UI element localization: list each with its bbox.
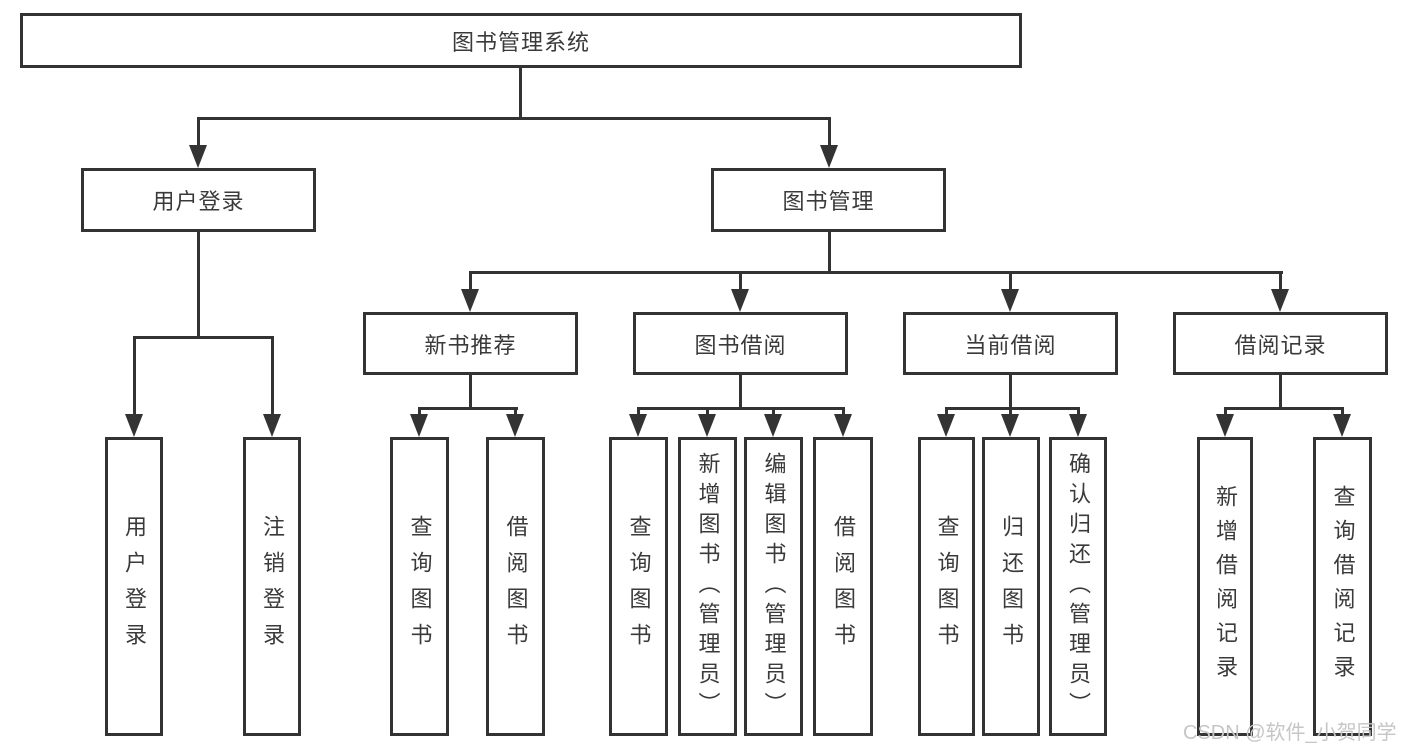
leaf-rec-borrow-books-box: 借阅图书	[486, 437, 545, 736]
connector-line	[197, 232, 200, 339]
arrowhead-down-icon	[764, 414, 782, 437]
connector-line	[945, 407, 1080, 410]
connector-line	[1279, 375, 1282, 410]
leaf-query-borrow-record-label: 查询借阅记录	[1330, 484, 1356, 689]
leaf-borrow-books-label: 借阅图书	[831, 514, 856, 659]
user-login-box: 用户登录	[81, 168, 316, 232]
leaf-borrow-query-books-label: 查询图书	[626, 514, 652, 659]
leaf-borrow-books-box: 借阅图书	[813, 437, 873, 736]
connector-line	[945, 407, 948, 417]
connector-line	[1341, 407, 1344, 417]
connector-line	[1224, 407, 1344, 410]
current-borrow-label: 当前借阅	[964, 332, 1057, 358]
connector-line	[133, 336, 136, 416]
leaf-rec-borrow-books-label: 借阅图书	[503, 514, 529, 659]
arrowhead-down-icon	[1271, 289, 1289, 312]
arrowhead-down-icon	[698, 414, 716, 437]
leaf-rec-query-books-box: 查询图书	[390, 437, 449, 736]
leaf-add-books-admin-box: 新增图书（管理员）	[678, 437, 737, 736]
leaf-borrow-query-books-box: 查询图书	[609, 437, 668, 736]
connector-line	[469, 375, 472, 410]
leaf-return-books-box: 归还图书	[982, 437, 1040, 736]
arrowhead-down-icon	[263, 414, 281, 437]
arrowhead-down-icon	[189, 145, 207, 168]
new-book-recommend-label: 新书推荐	[424, 332, 517, 358]
leaf-add-borrow-record-box: 新增借阅记录	[1197, 437, 1253, 736]
leaf-confirm-return-admin-label: 确认归还（管理员）	[1066, 451, 1091, 722]
connector-line	[197, 117, 831, 120]
csdn-watermark: CSDN @软件_小贺同学	[1183, 722, 1397, 744]
connector-line	[1009, 407, 1012, 417]
connector-line	[1009, 375, 1012, 410]
connector-line	[418, 407, 518, 410]
book-management-box: 图书管理	[711, 168, 946, 232]
borrow-record-box: 借阅记录	[1173, 312, 1388, 375]
arrowhead-down-icon	[125, 414, 143, 437]
user-login-label: 用户登录	[152, 189, 245, 214]
leaf-query-borrow-record-box: 查询借阅记录	[1313, 437, 1372, 736]
root-label: 图书管理系统	[451, 29, 590, 55]
arrowhead-down-icon	[1001, 289, 1019, 312]
connector-line	[519, 68, 522, 120]
connector-line	[418, 407, 421, 417]
connector-line	[637, 407, 640, 417]
book-borrow-box: 图书借阅	[633, 312, 848, 375]
connector-line	[469, 271, 472, 291]
leaf-add-books-admin-label: 新增图书（管理员）	[695, 451, 721, 722]
connector-line	[828, 232, 831, 274]
arrowhead-down-icon	[1001, 414, 1019, 437]
leaf-current-query-books-label: 查询图书	[934, 514, 960, 659]
leaf-confirm-return-admin-box: 确认归还（管理员）	[1049, 437, 1107, 736]
borrow-record-label: 借阅记录	[1234, 332, 1327, 358]
new-book-recommend-box: 新书推荐	[363, 312, 578, 375]
connector-line	[1279, 271, 1282, 291]
arrowhead-down-icon	[1333, 414, 1351, 437]
connector-line	[133, 336, 274, 339]
leaf-user-login-label: 用户登录	[122, 514, 147, 659]
connector-line	[842, 407, 845, 417]
leaf-current-query-books-box: 查询图书	[918, 437, 975, 736]
arrowhead-down-icon	[834, 414, 852, 437]
connector-line	[514, 407, 517, 417]
book-management-label: 图书管理	[782, 189, 875, 214]
arrowhead-down-icon	[1216, 414, 1234, 437]
connector-line	[739, 271, 742, 291]
arrowhead-down-icon	[506, 414, 524, 437]
root-box-library-system: 图书管理系统	[20, 13, 1022, 68]
connector-line	[828, 117, 831, 148]
arrowhead-down-icon	[731, 289, 749, 312]
arrowhead-down-icon	[937, 414, 955, 437]
arrowhead-down-icon	[410, 414, 428, 437]
connector-line	[1224, 407, 1227, 417]
connector-line	[1077, 407, 1080, 417]
leaf-rec-query-books-label: 查询图书	[407, 514, 433, 659]
book-borrow-label: 图书借阅	[694, 332, 787, 358]
connector-line	[739, 375, 742, 410]
connector-line	[1009, 271, 1012, 291]
arrowhead-down-icon	[1069, 414, 1087, 437]
leaf-logout-box: 注销登录	[243, 437, 301, 736]
leaf-user-login-box: 用户登录	[105, 437, 163, 736]
leaf-edit-books-admin-label: 编辑图书（管理员）	[761, 451, 787, 722]
leaf-logout-label: 注销登录	[260, 514, 285, 659]
connector-line	[637, 407, 845, 410]
connector-line	[469, 271, 1283, 274]
arrowhead-down-icon	[461, 289, 479, 312]
arrowhead-down-icon	[629, 414, 647, 437]
leaf-edit-books-admin-box: 编辑图书（管理员）	[744, 437, 803, 736]
arrowhead-down-icon	[820, 145, 838, 168]
connector-line	[271, 336, 274, 416]
current-borrow-box: 当前借阅	[903, 312, 1118, 375]
leaf-add-borrow-record-label: 新增借阅记录	[1213, 484, 1238, 689]
connector-line	[772, 407, 775, 417]
connector-line	[706, 407, 709, 417]
connector-line	[197, 117, 200, 148]
leaf-return-books-label: 归还图书	[999, 514, 1024, 659]
